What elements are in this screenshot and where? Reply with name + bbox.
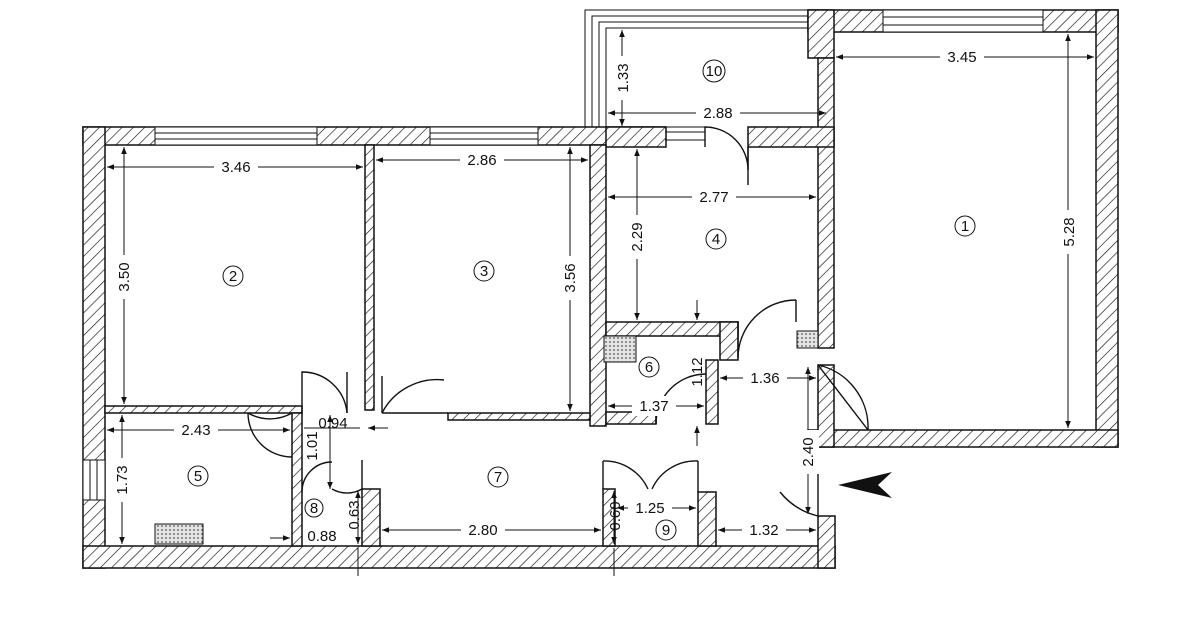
dim-r2-height: 3.50 <box>116 262 133 291</box>
dim-r1-width: 3.45 <box>947 49 976 66</box>
room-marker-6 <box>638 356 660 378</box>
room-label-4: 4 <box>712 231 720 248</box>
dim-r4-height: 2.29 <box>629 222 646 251</box>
dim-r6-width: 1.37 <box>639 398 668 415</box>
windows <box>82 9 1044 501</box>
room-label-8: 8 <box>310 500 318 517</box>
room-marker-8 <box>304 498 324 518</box>
stipple-blocks <box>154 330 819 545</box>
room-marker-1 <box>954 215 976 237</box>
dim-r6-height: 1.12 <box>689 357 706 386</box>
room-marker-7 <box>487 466 509 488</box>
doors <box>247 126 869 517</box>
room-label-2: 2 <box>229 268 237 285</box>
dim-r10-width: 2.88 <box>703 105 732 122</box>
dim-entry-width: 1.32 <box>749 522 778 539</box>
room-labels: 10 1 2 3 4 5 6 7 8 9 <box>187 59 976 541</box>
dim-r8-depth: 0.63 <box>346 500 363 529</box>
dim-r9-width: 1.25 <box>635 500 664 517</box>
room-marker-9 <box>655 519 677 541</box>
dim-r8-width: 0.88 <box>307 528 336 545</box>
dim-hall-width: 1.36 <box>750 370 779 387</box>
entrance-arrow-icon <box>838 472 892 498</box>
room-marker-10 <box>702 59 726 83</box>
dim-r4-width: 2.77 <box>699 189 728 206</box>
dim-r10-height: 1.33 <box>615 63 632 92</box>
dim-door-094: 0.94 <box>318 415 347 432</box>
dim-r3-width: 2.86 <box>467 152 496 169</box>
dim-r3-height: 3.56 <box>562 263 579 292</box>
room-marker-4 <box>705 228 727 250</box>
room-label-10: 10 <box>706 63 723 80</box>
dim-r1-height: 5.28 <box>1061 217 1078 246</box>
room-label-3: 3 <box>480 263 488 280</box>
dim-r5-width: 2.43 <box>181 422 210 439</box>
dim-r8-height: 1.01 <box>304 431 321 460</box>
room-marker-3 <box>473 260 495 282</box>
label-backgrounds <box>111 47 1080 540</box>
balcony-outline <box>584 9 808 148</box>
room-marker-2 <box>222 265 244 287</box>
dim-entry-height: 2.40 <box>800 437 817 466</box>
interior-walls <box>104 144 739 547</box>
dim-r9-depth: 0.60 <box>607 501 624 530</box>
dim-r2-width: 3.46 <box>221 159 250 176</box>
dim-r7-width: 2.80 <box>468 522 497 539</box>
room-label-6: 6 <box>645 359 653 376</box>
room-marker-5 <box>187 465 209 487</box>
room-label-7: 7 <box>494 469 502 486</box>
dim-r5-height: 1.73 <box>114 465 131 494</box>
room-label-9: 9 <box>662 522 670 539</box>
dimension-labels: 1.33 2.88 3.45 5.28 3.46 3.50 2.86 3.56 … <box>114 49 1078 545</box>
room-label-1: 1 <box>961 218 969 235</box>
room-label-5: 5 <box>194 468 202 485</box>
